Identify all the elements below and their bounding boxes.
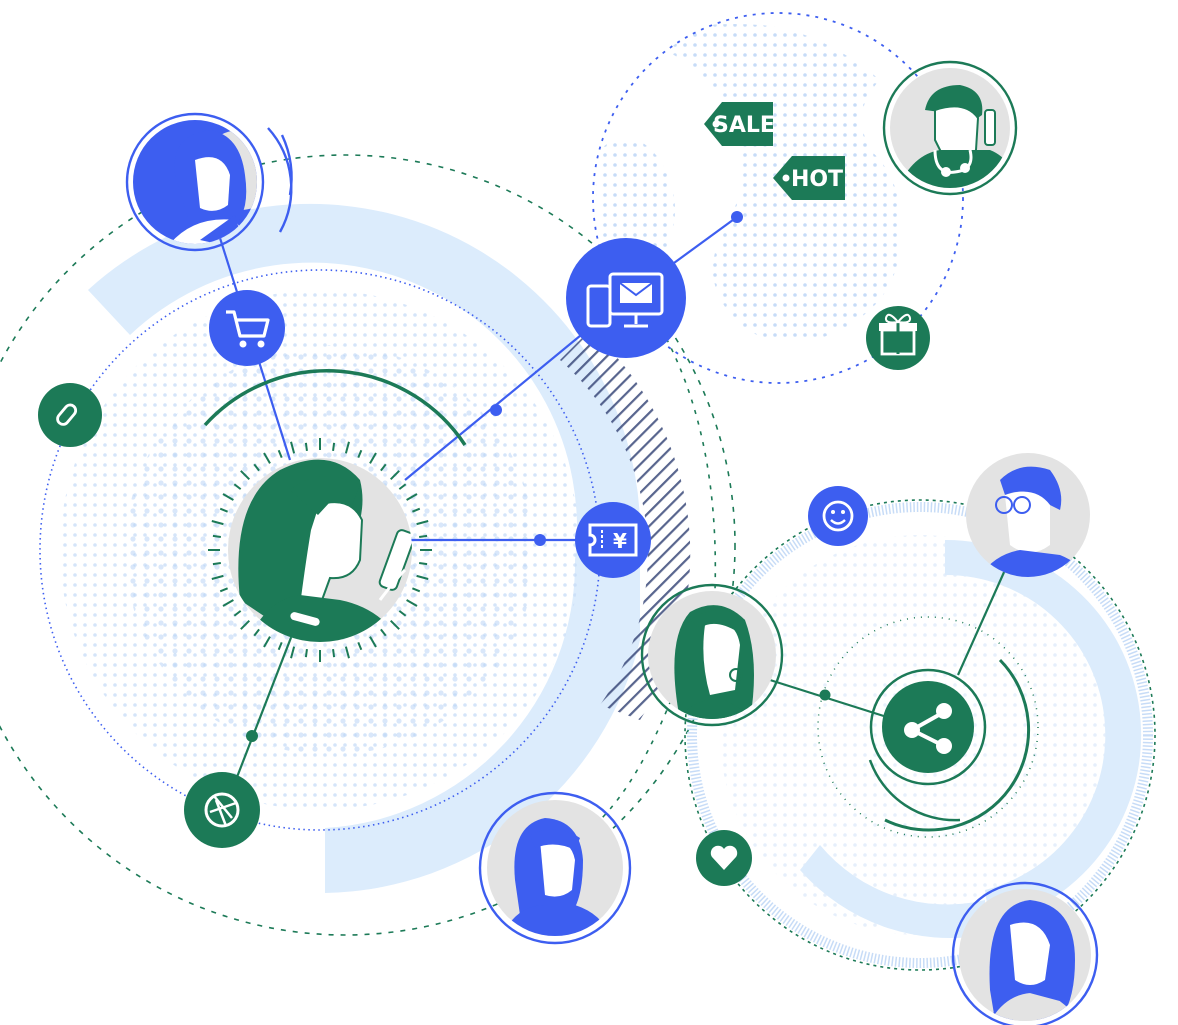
tick-mark <box>304 649 308 658</box>
tick-mark <box>240 620 250 630</box>
tick-mark <box>253 463 260 472</box>
tick-mark <box>419 534 428 538</box>
tick-mark <box>357 449 363 458</box>
tick-mark <box>253 628 260 637</box>
tick-mark <box>211 520 224 526</box>
tick-mark <box>406 599 418 607</box>
tick-mark <box>406 493 418 501</box>
tick-mark <box>304 442 308 451</box>
avatar-woman-earring[interactable] <box>640 583 784 730</box>
tick-mark <box>369 452 377 464</box>
tick-mark <box>390 620 400 630</box>
tick-mark <box>219 507 228 513</box>
tick-mark <box>290 646 296 659</box>
tick-mark <box>380 628 387 637</box>
shopping-cart-icon[interactable] <box>209 290 285 366</box>
tick-mark <box>344 441 350 454</box>
tick-mark <box>390 470 400 480</box>
share-icon[interactable] <box>869 668 987 786</box>
sale-tag-label: SALE <box>713 113 775 138</box>
sale-tag: SALE <box>704 102 775 146</box>
tick-mark <box>357 642 363 651</box>
avatar-woman-curly-top-left[interactable] <box>125 112 293 252</box>
tick-mark <box>419 562 428 566</box>
camera-aperture-icon[interactable] <box>184 772 260 848</box>
link-icon[interactable] <box>38 383 102 447</box>
avatar-woman-curly-bottom-right[interactable] <box>951 881 1099 1025</box>
devices-mail-icon[interactable] <box>566 238 686 358</box>
tick-mark <box>233 483 242 490</box>
coupon-icon[interactable]: ¥ <box>575 502 651 578</box>
tick-mark <box>212 562 221 566</box>
gift-icon[interactable] <box>866 306 930 370</box>
tick-mark <box>212 534 221 538</box>
tick-mark <box>412 587 421 593</box>
avatar-man-stethoscope[interactable] <box>882 60 1020 196</box>
tick-mark <box>263 636 271 648</box>
tick-mark <box>344 646 350 659</box>
tick-mark <box>277 449 283 458</box>
tick-mark <box>332 649 336 658</box>
hot-tag: HOT <box>773 156 845 200</box>
tick-mark <box>222 599 234 607</box>
heart-icon[interactable] <box>696 830 752 886</box>
tick-mark <box>263 452 271 464</box>
tick-mark <box>369 636 377 648</box>
tick-mark <box>398 483 407 490</box>
tick-mark <box>222 493 234 501</box>
tick-mark <box>380 463 387 472</box>
tick-mark <box>290 441 296 454</box>
tick-mark <box>233 610 242 617</box>
tick-mark <box>398 610 407 617</box>
smiley-icon[interactable] <box>808 486 868 546</box>
tick-mark <box>240 470 250 480</box>
avatar-woman-bangs-bottom[interactable] <box>478 791 632 945</box>
tick-ring <box>208 438 432 662</box>
tick-mark <box>332 442 336 451</box>
tick-mark <box>416 520 429 526</box>
tick-mark <box>416 574 429 580</box>
tick-mark <box>211 574 224 580</box>
avatar-woman-phone-center[interactable] <box>203 369 467 662</box>
coupon-currency-label: ¥ <box>613 529 627 553</box>
tick-mark <box>277 642 283 651</box>
tick-mark <box>219 587 228 593</box>
tick-mark <box>412 507 421 513</box>
hot-tag-label: HOT <box>791 167 843 192</box>
